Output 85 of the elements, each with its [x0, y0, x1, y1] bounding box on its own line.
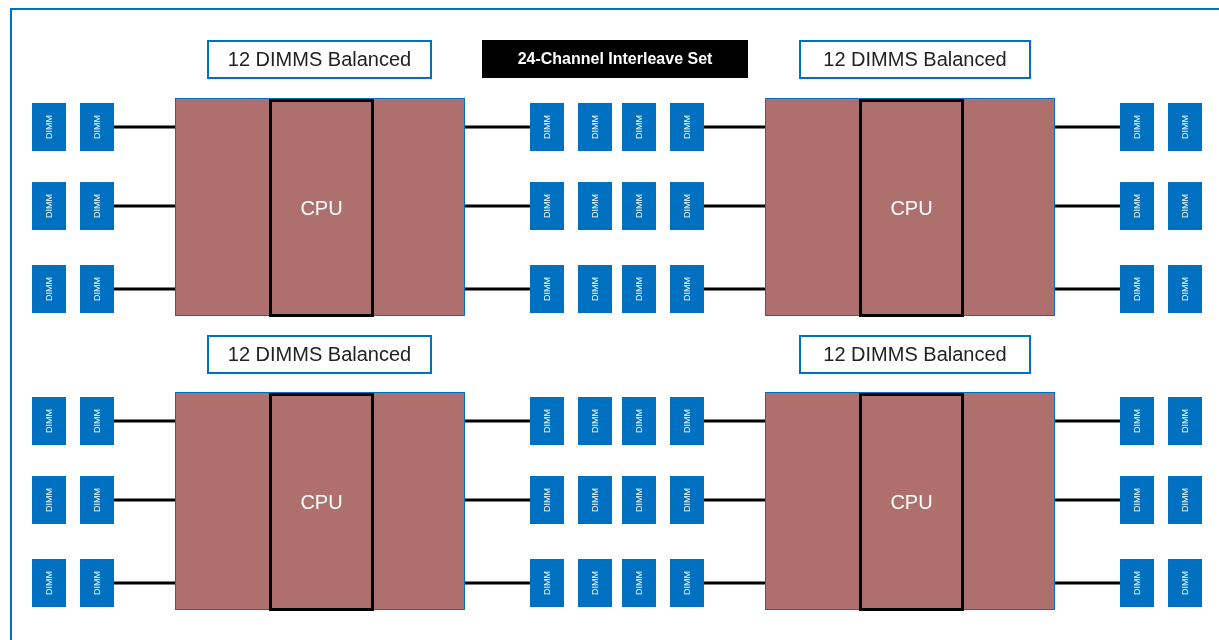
- connector-line: [465, 581, 530, 585]
- dimm-module: DIMM: [80, 559, 114, 607]
- dimm-module: DIMM: [1168, 559, 1202, 607]
- dimm-module: DIMM: [578, 559, 612, 607]
- dimm-module: DIMM: [622, 559, 656, 607]
- cpu-package: [175, 98, 465, 316]
- dimm-module: DIMM: [32, 182, 66, 230]
- dimm-module: DIMM: [32, 476, 66, 524]
- connector-line: [704, 287, 765, 291]
- connector-line: [114, 204, 175, 208]
- connector-line: [114, 125, 175, 129]
- connector-line: [704, 419, 765, 423]
- dimm-module: DIMM: [622, 182, 656, 230]
- dimm-module: DIMM: [670, 476, 704, 524]
- dimm-module: DIMM: [530, 103, 564, 151]
- connector-line: [465, 125, 530, 129]
- dimm-module: DIMM: [622, 103, 656, 151]
- connector-line: [465, 498, 530, 502]
- dimm-module: DIMM: [80, 265, 114, 313]
- connector-line: [704, 204, 765, 208]
- dimm-module: DIMM: [32, 559, 66, 607]
- dimm-module: DIMM: [80, 397, 114, 445]
- dimm-module: DIMM: [578, 103, 612, 151]
- dimm-module: DIMM: [1120, 182, 1154, 230]
- heading-box: 12 DIMMS Balanced: [799, 40, 1031, 79]
- dimm-module: DIMM: [32, 265, 66, 313]
- dimm-module: DIMM: [530, 182, 564, 230]
- dimm-module: DIMM: [1168, 476, 1202, 524]
- cpu-die: CPU: [859, 393, 964, 611]
- dimm-module: DIMM: [670, 182, 704, 230]
- dimm-module: DIMM: [1120, 559, 1154, 607]
- connector-line: [1055, 125, 1120, 129]
- cpu-package: [175, 392, 465, 610]
- cpu-die: CPU: [859, 99, 964, 317]
- dimm-module: DIMM: [622, 265, 656, 313]
- connector-line: [1055, 498, 1120, 502]
- dimm-module: DIMM: [1120, 103, 1154, 151]
- cpu-die: CPU: [269, 99, 374, 317]
- dimm-module: DIMM: [1120, 265, 1154, 313]
- dimm-module: DIMM: [670, 103, 704, 151]
- connector-line: [114, 581, 175, 585]
- dimm-module: DIMM: [578, 182, 612, 230]
- connector-line: [114, 287, 175, 291]
- cpu-package: [765, 392, 1055, 610]
- dimm-module: DIMM: [578, 476, 612, 524]
- connector-line: [465, 287, 530, 291]
- dimm-module: DIMM: [670, 265, 704, 313]
- heading-box: 12 DIMMS Balanced: [207, 335, 432, 374]
- dimm-module: DIMM: [622, 397, 656, 445]
- dimm-module: DIMM: [530, 397, 564, 445]
- dimm-module: DIMM: [578, 397, 612, 445]
- dimm-module: DIMM: [80, 476, 114, 524]
- dimm-module: DIMM: [578, 265, 612, 313]
- connector-line: [704, 125, 765, 129]
- dimm-module: DIMM: [670, 559, 704, 607]
- connector-line: [114, 419, 175, 423]
- dimm-module: DIMM: [1120, 397, 1154, 445]
- dimm-module: DIMM: [1168, 397, 1202, 445]
- dimm-module: DIMM: [530, 476, 564, 524]
- dimm-module: DIMM: [1168, 265, 1202, 313]
- heading-box: 12 DIMMS Balanced: [207, 40, 432, 79]
- connector-line: [704, 498, 765, 502]
- connector-line: [465, 204, 530, 208]
- connector-line: [1055, 204, 1120, 208]
- connector-line: [1055, 419, 1120, 423]
- dimm-module: DIMM: [1120, 476, 1154, 524]
- dimm-module: DIMM: [32, 103, 66, 151]
- dimm-module: DIMM: [530, 559, 564, 607]
- dimm-module: DIMM: [1168, 182, 1202, 230]
- connector-line: [1055, 287, 1120, 291]
- connector-line: [114, 498, 175, 502]
- dimm-module: DIMM: [622, 476, 656, 524]
- dimm-module: DIMM: [80, 103, 114, 151]
- connector-line: [465, 419, 530, 423]
- connector-line: [1055, 581, 1120, 585]
- dimm-module: DIMM: [1168, 103, 1202, 151]
- connector-line: [704, 581, 765, 585]
- cpu-package: [765, 98, 1055, 316]
- dimm-module: DIMM: [670, 397, 704, 445]
- dimm-module: DIMM: [530, 265, 564, 313]
- heading-box: 24-Channel Interleave Set: [482, 40, 748, 78]
- dimm-module: DIMM: [32, 397, 66, 445]
- heading-box: 12 DIMMS Balanced: [799, 335, 1031, 374]
- dimm-module: DIMM: [80, 182, 114, 230]
- cpu-die: CPU: [269, 393, 374, 611]
